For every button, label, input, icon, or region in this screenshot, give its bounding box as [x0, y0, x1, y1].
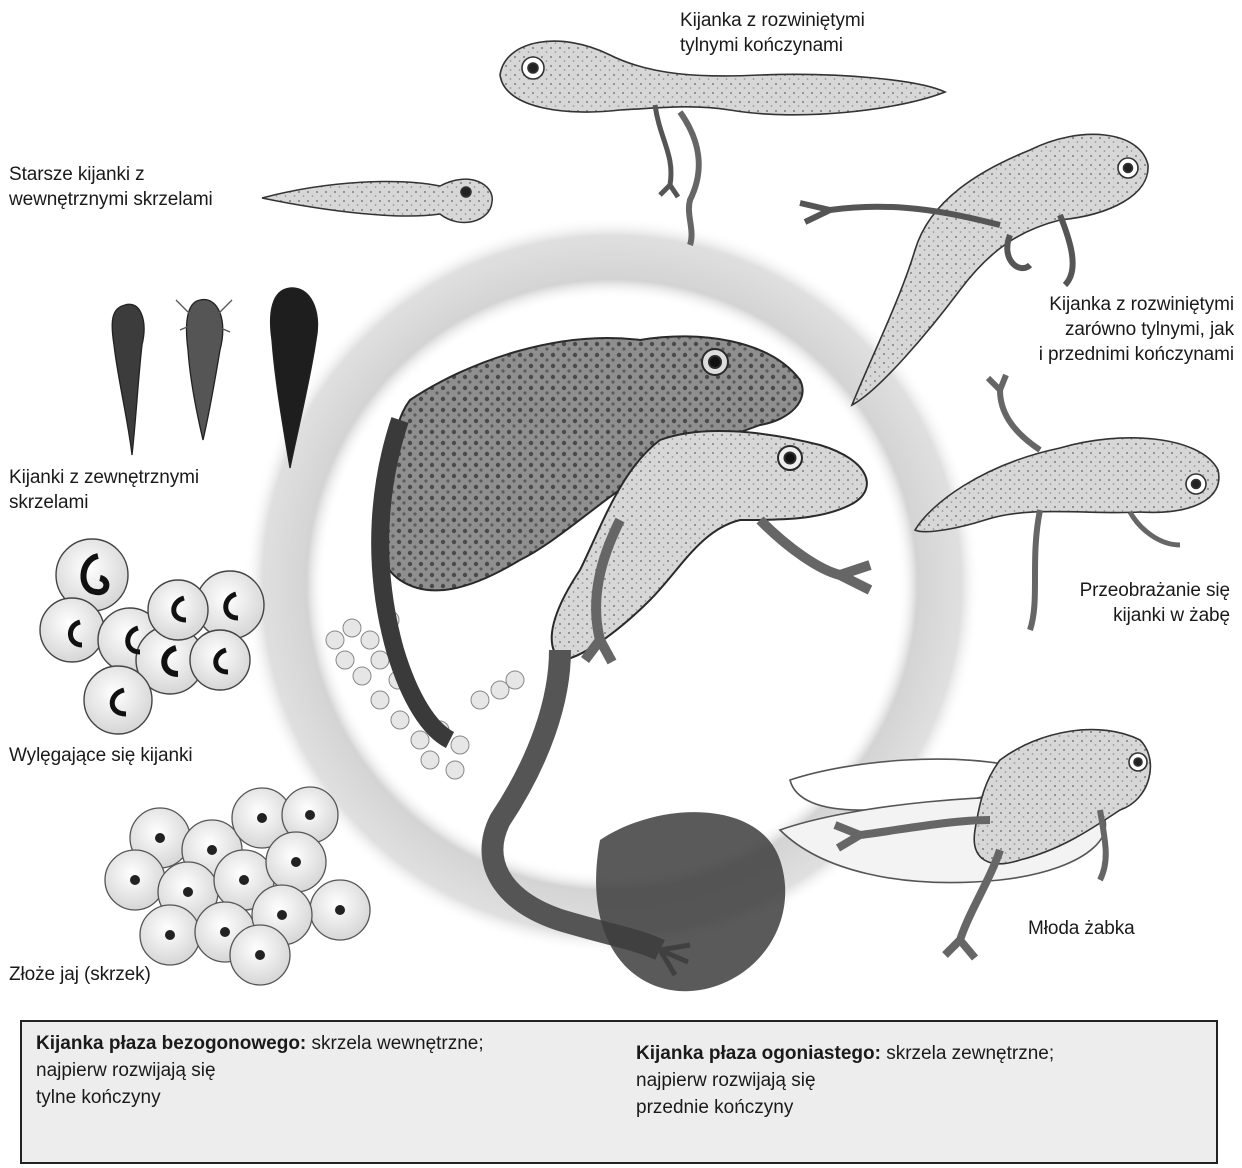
label-external-gills: Kijanki z zewnętrznymi skrzelami: [9, 465, 199, 515]
label-tadpole-hind-legs: Kijanka z rozwiniętymi tylnymi kończynam…: [680, 8, 865, 58]
urodele-note: Kijanka płaza ogoniastego: skrzela zewnę…: [636, 1040, 1054, 1121]
label-hatching: Wylęgające się kijanki: [9, 743, 193, 768]
label-line: i przednimi kończynami: [1039, 342, 1234, 367]
label-older-tadpoles: Starsze kijanki z wewnętrznymi skrzelami: [9, 162, 213, 212]
label-line: Przeobrażanie się: [1080, 578, 1230, 603]
label-line: skrzelami: [9, 490, 199, 515]
frog-spawn-drawing: [105, 787, 370, 985]
frog-shadow: [596, 812, 785, 991]
label-line: tylnymi kończynami: [680, 33, 865, 58]
urodele-note-line1: Kijanka płaza ogoniastego: skrzela zewnę…: [636, 1040, 1054, 1067]
label-line: zarówno tylnymi, jak: [1039, 317, 1234, 342]
label-line: Złoże jaj (skrzek): [9, 962, 151, 987]
label-spawn: Złoże jaj (skrzek): [9, 962, 151, 987]
label-line: Kijanka z rozwiniętymi: [1039, 292, 1234, 317]
anuran-note: Kijanka płaza bezogonowego: skrzela wewn…: [36, 1030, 484, 1111]
label-line: Młoda żabka: [1028, 916, 1135, 941]
hatching-eggs-drawing: [40, 539, 264, 734]
urodele-note-line3: przednie kończyny: [636, 1094, 1054, 1121]
label-line: kijanki w żabę: [1080, 603, 1230, 628]
anuran-note-line2: najpierw rozwijają się: [36, 1057, 484, 1084]
anuran-title: Kijanka płaza bezogonowego:: [36, 1033, 306, 1054]
label-tadpole-all-legs: Kijanka z rozwiniętymi zarówno tylnymi, …: [1039, 292, 1234, 367]
label-metamorphosis: Przeobrażanie się kijanki w żabę: [1080, 578, 1230, 628]
anuran-trait: skrzela wewnętrzne;: [306, 1033, 483, 1054]
label-line: Wylęgające się kijanki: [9, 743, 193, 768]
label-line: Kijanka z rozwiniętymi: [680, 8, 865, 33]
older-tadpole-drawing: [262, 179, 492, 222]
label-line: Kijanki z zewnętrznymi: [9, 465, 199, 490]
urodele-trait: skrzela zewnętrzne;: [881, 1043, 1054, 1064]
label-line: Starsze kijanki z: [9, 162, 213, 187]
label-young-frog: Młoda żabka: [1028, 916, 1135, 941]
urodele-title: Kijanka płaza ogoniastego:: [636, 1043, 881, 1064]
label-line: wewnętrznymi skrzelami: [9, 187, 213, 212]
external-gill-tadpoles-drawing: [112, 288, 317, 468]
anuran-note-line1: Kijanka płaza bezogonowego: skrzela wewn…: [36, 1030, 484, 1057]
tadpole-hind-legs-drawing: [500, 41, 945, 245]
urodele-note-line2: najpierw rozwijają się: [636, 1067, 1054, 1094]
anuran-note-line3: tylne kończyny: [36, 1084, 484, 1111]
